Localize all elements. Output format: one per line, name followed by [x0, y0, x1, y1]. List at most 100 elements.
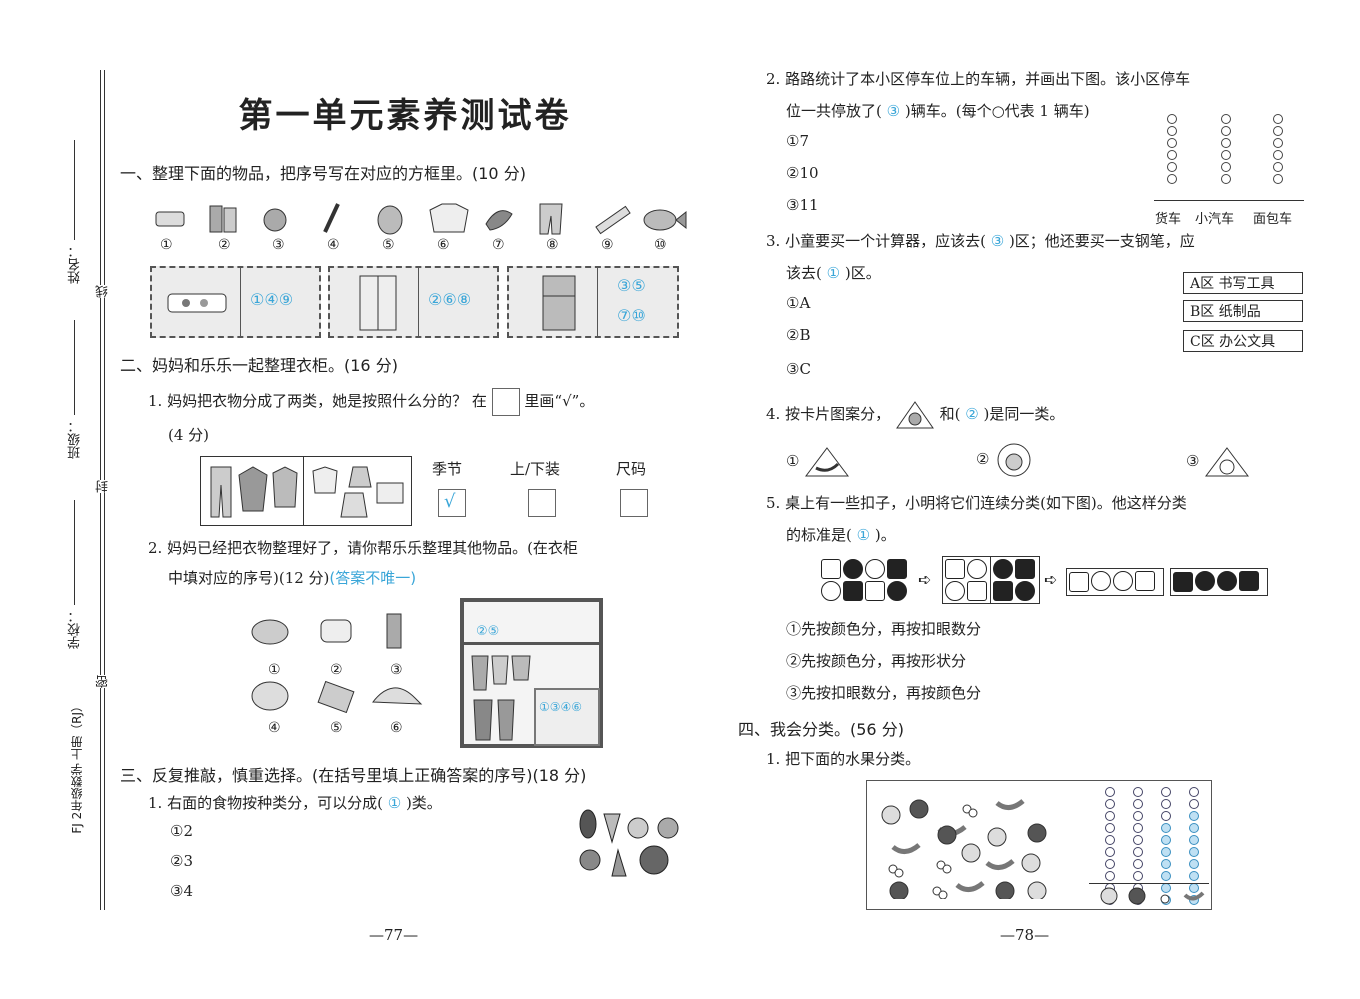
- summer-clothes-icon: [312, 466, 404, 518]
- item-number: ⑤: [382, 237, 395, 253]
- closet-top-answer: ②⑤: [476, 624, 500, 639]
- question-text: 位一共停放了(: [786, 102, 882, 120]
- sort-box-wardrobe: ②⑥⑧: [328, 266, 499, 338]
- question-text: 5. 桌上有一些扣子，小明将它们连续分类(如下图)。他这样分类: [766, 494, 1187, 512]
- tally-column-car: [1214, 112, 1238, 186]
- item-number: ②: [330, 662, 343, 678]
- question-text: 中填对应的序号)(12 分)(答案不唯一): [168, 567, 416, 588]
- answer-text: ①: [387, 794, 402, 812]
- question-text: )是同一类。: [983, 405, 1065, 423]
- option-label: 尺码: [616, 460, 647, 478]
- answer-box: [491, 388, 520, 416]
- page-number-right: —78—: [1000, 926, 1050, 944]
- closet-drawer: ①③④⑥: [534, 688, 600, 746]
- hanging-clothes-icon: [471, 655, 531, 741]
- question-text: 该去( ① )区。: [786, 262, 881, 283]
- item-number: ⑧: [546, 237, 559, 253]
- school-label: 学校：: [68, 610, 83, 649]
- seal-char: 封: [94, 480, 113, 493]
- item-number: ⑤: [330, 720, 343, 736]
- question-text: 位一共停放了( ③ )辆车。(每个○代表 1 辆车): [786, 100, 1090, 121]
- triangle-apple-icon: [1205, 447, 1250, 477]
- name-blank[interactable]: [74, 140, 75, 240]
- item-number: ②: [218, 237, 231, 253]
- buttons-stage3-dark: [1170, 568, 1268, 596]
- question-text: 3. 小童要买一个计算器，应该去(: [766, 232, 986, 250]
- buttons-mixed: [820, 558, 916, 602]
- option-text: ①2: [170, 822, 193, 840]
- line-char: 线: [94, 285, 113, 298]
- book-info: FJ 2年级数学 上册（RJ）: [70, 700, 84, 834]
- triangle-card-icon: [895, 401, 934, 429]
- tally-column-truck: [1160, 112, 1184, 186]
- items-illustration: [155, 203, 687, 235]
- buttons-stage3-light: [1066, 568, 1164, 596]
- option-2: ②: [976, 442, 1034, 478]
- answer-text: ①: [856, 526, 871, 544]
- closet-illustration: ②⑤ ①③④⑥: [460, 598, 603, 748]
- section3-heading: 三、反复推敲，慎重选择。(在括号里填上正确答案的序号)(18 分): [120, 766, 587, 785]
- tally-column-apple: [1101, 785, 1119, 907]
- item-number: ③: [390, 662, 403, 678]
- option-season: 季节 √: [432, 458, 466, 521]
- option-text: ②B: [786, 326, 811, 344]
- zone-legend-c: C区 办公文具: [1183, 330, 1303, 352]
- fruit-axis-icons: [1100, 887, 1205, 905]
- answer-text: ③⑤: [617, 276, 646, 295]
- sort-box-desk: ①④⑨: [150, 266, 321, 338]
- page-title: 第一单元素养测试卷: [238, 96, 572, 136]
- fridge-icon: [542, 275, 576, 331]
- chart-label: 小汽车: [1195, 212, 1235, 227]
- school-blank[interactable]: [74, 500, 75, 605]
- checkbox-top-bottom[interactable]: [528, 489, 556, 517]
- option-1: ①: [786, 446, 850, 478]
- check-mark: √: [444, 491, 456, 512]
- item-number: ④: [327, 237, 340, 253]
- score-text: (4 分): [168, 426, 210, 444]
- option-size: 尺码: [616, 458, 648, 521]
- tally-column-banana: [1185, 785, 1203, 907]
- question-text: )辆车。(每个○代表 1 辆车): [904, 102, 1090, 120]
- answer-text: ③: [886, 102, 901, 120]
- question-text: 1. 右面的食物按种类分，可以分成(: [148, 794, 383, 812]
- pencil-case-icon: [167, 293, 227, 313]
- wardrobe-icon: [359, 275, 397, 331]
- question-text: 里画“√”。: [524, 392, 595, 410]
- question-text: )区；他还要买一支钢笔，应: [1008, 232, 1195, 250]
- question-text: 1. 妈妈把衣物分成了两类，她是按照什么分的？ 在: [148, 392, 487, 410]
- class-blank[interactable]: [74, 320, 75, 415]
- option-label: 季节: [432, 460, 463, 478]
- name-label: 姓名：: [68, 245, 83, 284]
- food-illustration: [579, 809, 679, 877]
- checkbox-season[interactable]: √: [438, 489, 466, 517]
- question-text: 1. 右面的食物按种类分，可以分成( ① )类。: [148, 792, 442, 813]
- section2-heading: 二、妈妈和乐乐一起整理衣柜。(16 分): [120, 356, 398, 375]
- winter-clothes-icon: [210, 466, 298, 518]
- question-text: 3. 小童要买一个计算器，应该去( ③ )区；他还要买一支钢笔，应: [766, 230, 1195, 251]
- item-number: ①: [268, 662, 281, 678]
- question-text: )。: [874, 526, 896, 544]
- item-number: ⑩: [654, 237, 667, 253]
- clothes-image: [200, 456, 412, 526]
- option-text: ①先按颜色分，再按扣眼数分: [786, 620, 982, 638]
- item-number: ⑥: [390, 720, 403, 736]
- triangle-banana-icon: [805, 447, 850, 477]
- class-label: 班级：: [68, 420, 83, 459]
- chart-label: 货车: [1155, 212, 1182, 227]
- question-text: 4. 按卡片图案分， 和( ② )是同一类。: [766, 400, 1064, 430]
- misc-items-illustration: [251, 613, 423, 714]
- question-text: 1. 把下面的水果分类。: [766, 750, 921, 768]
- fruits-illustration: [881, 799, 1047, 899]
- option-text: ③C: [786, 360, 811, 378]
- tally-column-van: [1266, 112, 1290, 186]
- question-text: 4. 按卡片图案分，: [766, 405, 891, 423]
- option-text: ③4: [170, 882, 193, 900]
- answer-text: ③: [990, 232, 1005, 250]
- option-number: ②: [976, 450, 990, 468]
- option-3: ③: [1186, 446, 1250, 478]
- item-number: ⑥: [437, 237, 450, 253]
- fruit-sort-figure: [866, 780, 1212, 910]
- item-number: ③: [272, 237, 285, 253]
- checkbox-size[interactable]: [620, 489, 648, 517]
- answer-text: ②: [965, 405, 979, 423]
